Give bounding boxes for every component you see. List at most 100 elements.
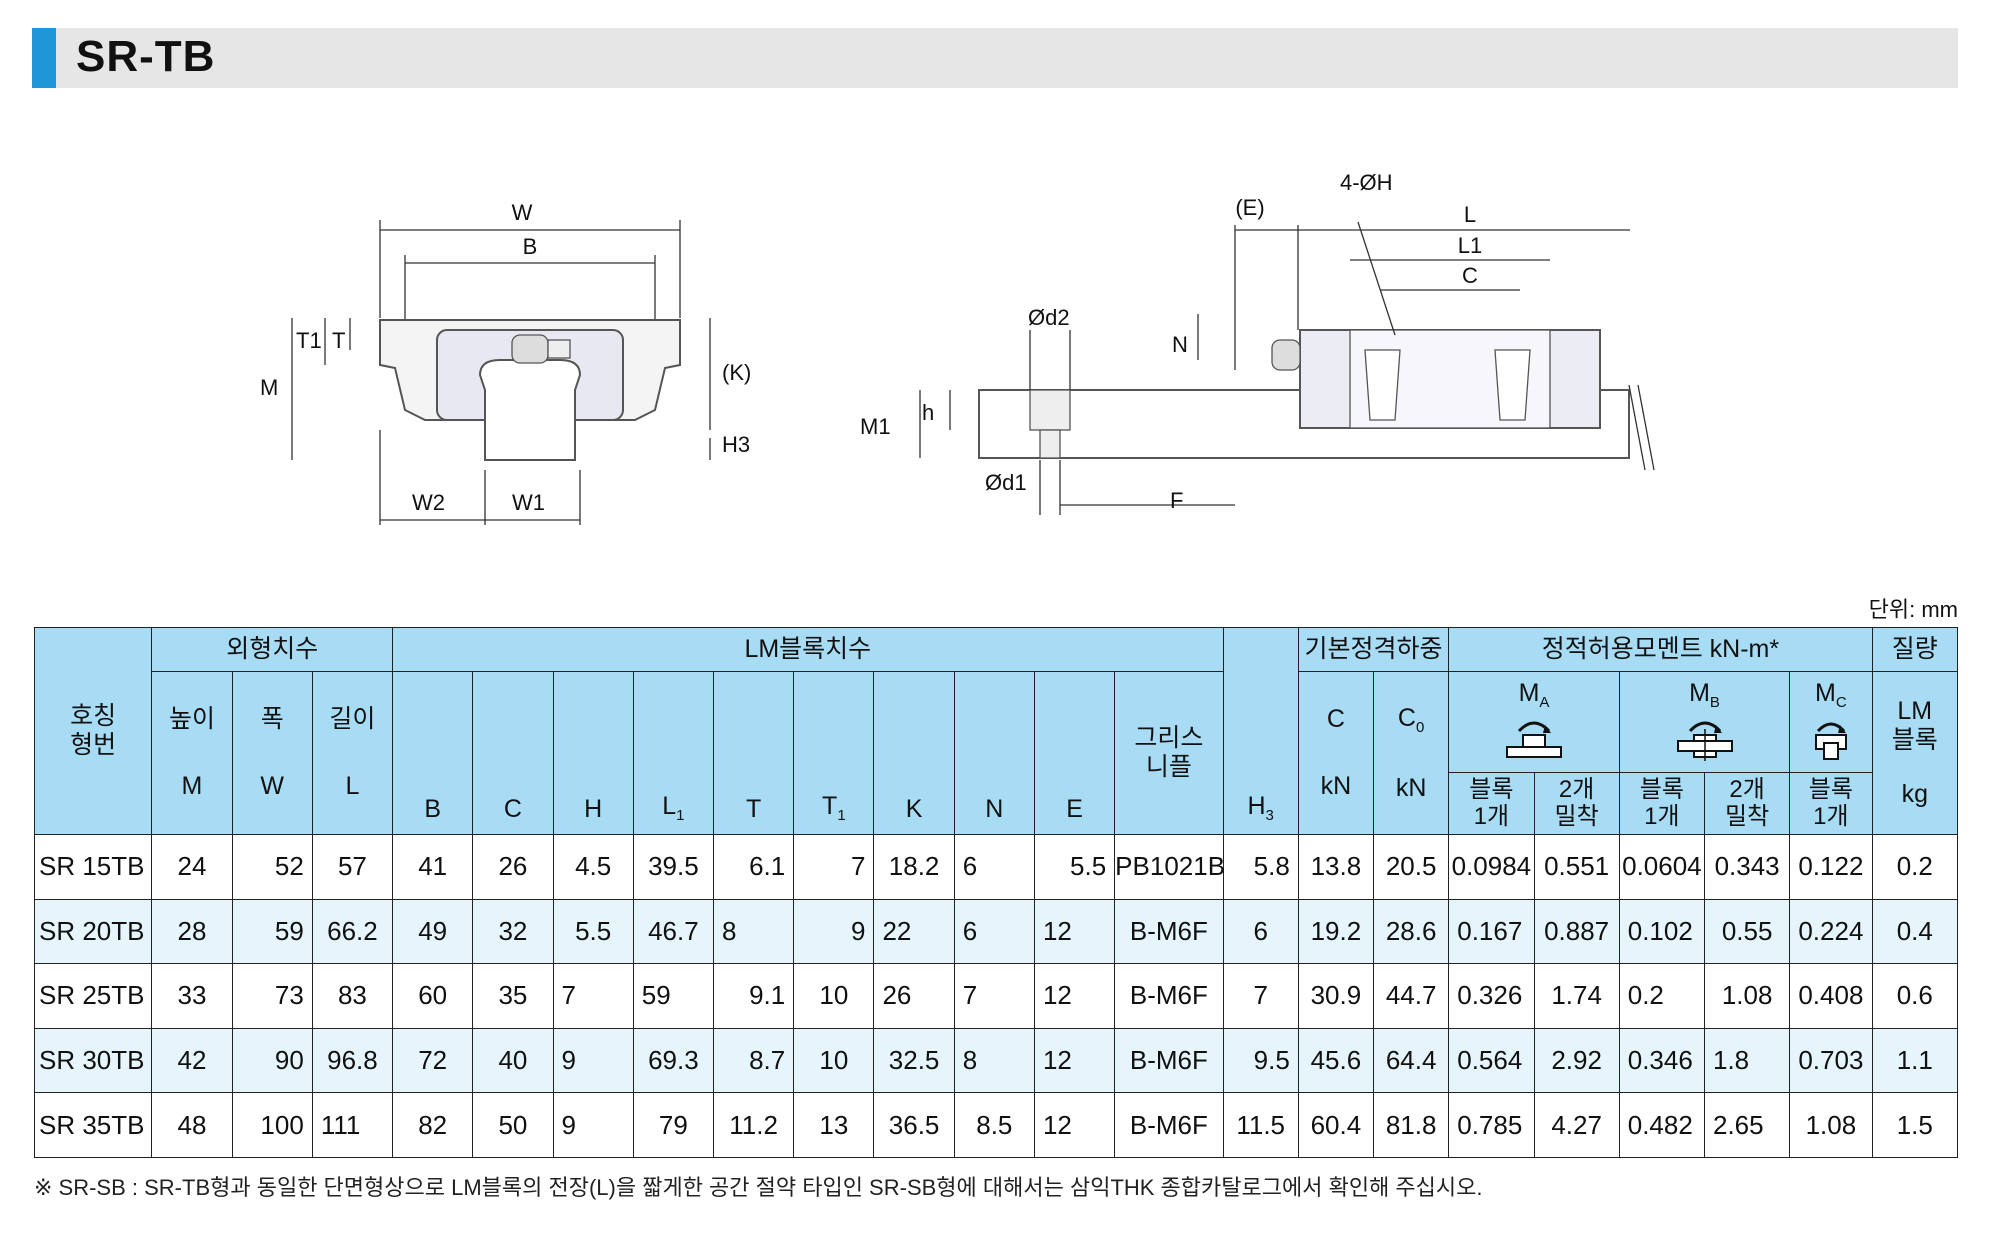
header-MC-one-block: 블록 1개	[1789, 772, 1873, 835]
cell-H: 5.5	[552, 898, 634, 965]
header-B: B	[392, 671, 474, 835]
cell-model: SR 20TB	[33, 898, 153, 965]
cell-T1: 10	[793, 963, 875, 1029]
cell-C: 35	[472, 963, 554, 1029]
cell-H: 4.5	[552, 834, 634, 900]
page-title: SR-TB	[76, 32, 216, 81]
header-C0-rating-label: C0	[1397, 703, 1425, 736]
header-outer-dimensions: 외형치수	[151, 627, 394, 672]
cell-K: 18.2	[873, 834, 955, 900]
cell-B: 41	[392, 834, 474, 900]
cell-MA2: 0.551	[1533, 834, 1620, 900]
cell-L1: 39.5	[632, 834, 715, 900]
cell-model: SR 15TB	[33, 834, 153, 900]
cell-grease: B-M6F	[1114, 963, 1224, 1029]
cell-H3: 7	[1222, 963, 1299, 1029]
dim-L: L	[1464, 202, 1476, 227]
header-MC: MC	[1789, 671, 1873, 773]
cell-M: 33	[151, 963, 233, 1029]
cell-N: 7	[953, 963, 1035, 1029]
cell-grease: B-M6F	[1114, 1092, 1224, 1158]
cell-E: 12	[1033, 1092, 1116, 1158]
cell-MB2: 1.08	[1703, 963, 1791, 1029]
header-MA-label: MA	[1518, 678, 1550, 711]
header-basic-load: 기본정격하중	[1297, 627, 1450, 672]
front-view	[291, 220, 711, 525]
cell-L1: 69.3	[632, 1027, 715, 1094]
cell-MA1: 0.326	[1448, 963, 1535, 1029]
header-model: 호칭 형번	[33, 627, 153, 835]
dim-B: B	[523, 234, 538, 259]
cell-MA2: 4.27	[1533, 1092, 1620, 1158]
dim-h: h	[922, 400, 934, 425]
header-MB-two-close: 2개 밀착	[1703, 772, 1791, 835]
cell-mass: 0.4	[1871, 898, 1959, 965]
cell-K: 36.5	[873, 1092, 955, 1158]
cell-H3: 5.8	[1222, 834, 1299, 900]
cell-grease: B-M6F	[1114, 1027, 1224, 1094]
dim-d1: Ød1	[985, 470, 1027, 495]
side-labels: (E) 4-ØH L L1 C N Ød2 h M1 Ød1 F	[860, 170, 1482, 513]
cell-N: 8	[953, 1027, 1035, 1094]
dim-T: T	[332, 328, 345, 353]
header-C-rating: C kN	[1297, 671, 1375, 835]
cell-W: 59	[231, 898, 313, 965]
cell-T1: 13	[793, 1092, 875, 1158]
cell-T: 8	[712, 898, 795, 965]
cell-H: 9	[552, 1027, 634, 1094]
cell-T: 11.2	[712, 1092, 795, 1158]
cell-MB1: 0.0604	[1618, 834, 1706, 900]
header-MB: MB	[1618, 671, 1791, 773]
header-height-symbol: M	[181, 772, 203, 800]
header-H3: H3	[1222, 627, 1299, 835]
cell-T1: 10	[793, 1027, 875, 1094]
header-MA-two-close: 2개 밀착	[1533, 772, 1620, 835]
cell-C: 50	[472, 1092, 554, 1158]
cell-E: 12	[1033, 1027, 1116, 1094]
header-T1: T1	[793, 671, 875, 835]
cell-MB2: 1.8	[1703, 1027, 1791, 1094]
cell-L1: 79	[632, 1092, 715, 1158]
header-K: K	[873, 671, 955, 835]
cell-C0: 28.6	[1373, 898, 1450, 965]
cell-T1: 7	[793, 834, 875, 900]
header-height: 높이 M	[151, 671, 233, 835]
dim-d2: Ød2	[1028, 305, 1070, 330]
header-MA: MA	[1448, 671, 1620, 773]
dim-M1: M1	[860, 414, 891, 439]
cell-MA2: 0.887	[1533, 898, 1620, 965]
cell-MC1: 0.703	[1789, 1027, 1873, 1094]
cell-W: 52	[231, 834, 313, 900]
dim-T1: T1	[296, 328, 322, 353]
cell-T1: 9	[793, 898, 875, 965]
header-C0-rating-unit: kN	[1395, 773, 1427, 802]
dim-4H: 4-ØH	[1340, 170, 1393, 195]
cell-C0: 81.8	[1373, 1092, 1450, 1158]
cell-mass: 1.1	[1871, 1027, 1959, 1094]
header-C0-rating: C0 kN	[1373, 671, 1450, 835]
cell-K: 32.5	[873, 1027, 955, 1094]
cell-MC1: 1.08	[1789, 1092, 1873, 1158]
cell-Cr: 19.2	[1297, 898, 1375, 965]
table-row: SR 20TB 28 59 66.2 49 32 5.5 46.7 8 9 22…	[33, 898, 1959, 965]
cell-MC1: 0.224	[1789, 898, 1873, 965]
cell-C: 32	[472, 898, 554, 965]
table-row: SR 30TB 42 90 96.8 72 40 9 69.3 8.7 10 3…	[33, 1027, 1959, 1094]
cell-grease: B-M6F	[1114, 898, 1224, 965]
moment-a-icon	[1506, 721, 1562, 759]
cell-W: 100	[231, 1092, 313, 1158]
header-E: E	[1033, 671, 1116, 835]
header-length-symbol: L	[345, 772, 360, 800]
cell-L: 66.2	[311, 898, 394, 965]
cell-MB1: 0.482	[1618, 1092, 1706, 1158]
dim-C: C	[1462, 263, 1478, 288]
cell-H3: 6	[1222, 898, 1299, 965]
cell-L: 111	[311, 1092, 394, 1158]
cell-B: 49	[392, 898, 474, 965]
header-H: H	[552, 671, 634, 835]
cell-B: 82	[392, 1092, 474, 1158]
dim-W1: W1	[512, 490, 545, 515]
header-lm-block-label: LM 블록	[1891, 696, 1938, 754]
cell-W: 73	[231, 963, 313, 1029]
table-row: SR 35TB 48 100 111 82 50 9 79 11.2 13 36…	[33, 1092, 1959, 1158]
